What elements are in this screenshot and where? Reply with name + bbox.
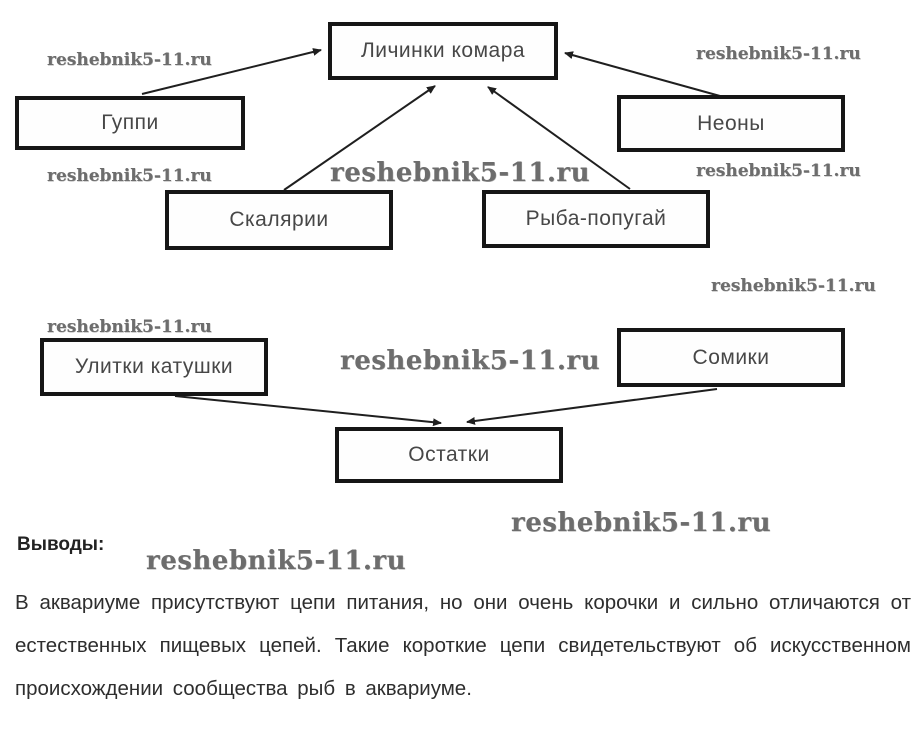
edge-somiki-to-ostatki	[466, 388, 718, 425]
node-label: Скалярии	[229, 208, 329, 231]
watermark: reshebnik5-11.ru	[511, 508, 772, 538]
node-ryba-popugay: Рыба-попугай	[482, 190, 710, 248]
node-ulitki-katushki: Улитки катушки	[40, 338, 268, 396]
watermark: reshebnik5-11.ru	[47, 50, 212, 70]
node-label: Сомики	[692, 345, 770, 369]
edge-ulitki-to-ostatki	[174, 395, 442, 427]
watermark: reshebnik5-11.ru	[696, 161, 861, 181]
watermark: reshebnik5-11.ru	[47, 166, 212, 186]
conclusions-paragraph: В аквариуме присутствуют цепи питания, н…	[15, 591, 911, 700]
node-label: Личинки комара	[360, 39, 526, 62]
watermark: reshebnik5-11.ru	[146, 546, 407, 576]
conclusions-heading: Выводы:	[17, 534, 105, 555]
watermark: reshebnik5-11.ru	[711, 276, 876, 296]
node-skalyarii: Скалярии	[165, 190, 393, 250]
diagram-arrows	[141, 48, 721, 427]
node-label: Неоны	[697, 111, 765, 135]
node-label: Рыба-попугай	[525, 207, 667, 230]
node-label: Улитки катушки	[74, 355, 234, 378]
node-label: Остатки	[408, 443, 490, 466]
watermark: reshebnik5-11.ru	[696, 44, 861, 64]
watermark: reshebnik5-11.ru	[340, 346, 601, 376]
edge-neony-to-lichinki	[564, 51, 721, 97]
edge-ryba-to-lichinki	[487, 86, 631, 190]
watermark: reshebnik5-11.ru	[330, 158, 591, 188]
edge-guppi-to-lichinki	[141, 48, 322, 95]
node-guppi: Гуппи	[15, 96, 245, 150]
node-somiki: Сомики	[617, 328, 845, 387]
watermark: reshebnik5-11.ru	[47, 317, 212, 337]
node-ostatki: Остатки	[335, 427, 563, 483]
edge-skalyarii-to-lichinki	[283, 85, 436, 191]
node-label: Гуппи	[101, 111, 159, 134]
node-neony: Неоны	[617, 95, 845, 152]
node-lichinki-komara: Личинки комара	[328, 22, 558, 80]
